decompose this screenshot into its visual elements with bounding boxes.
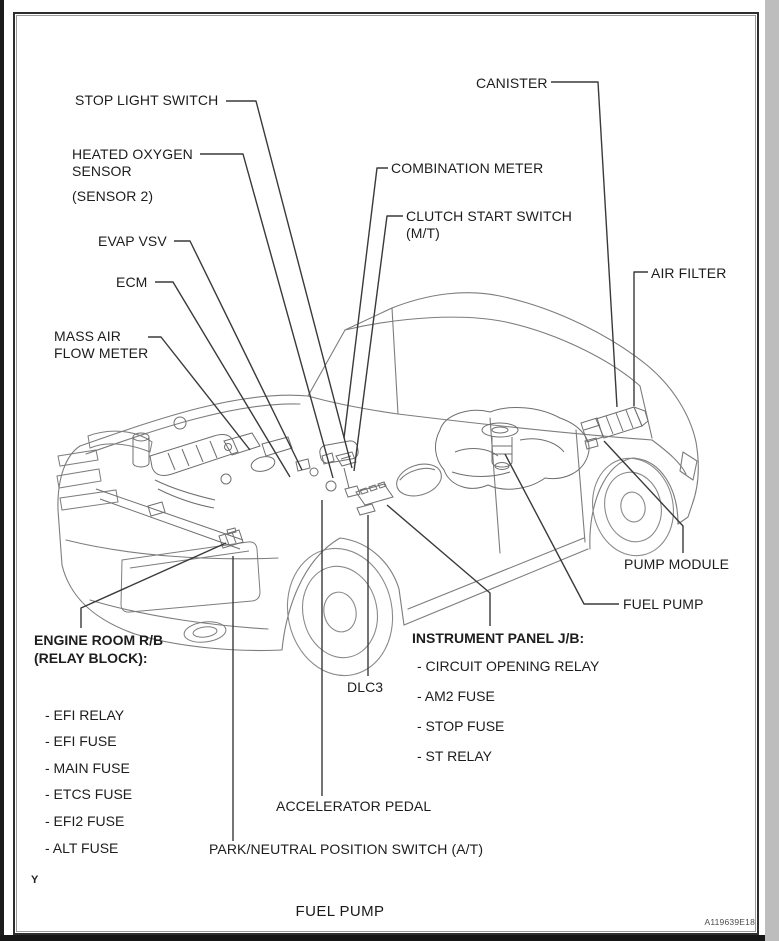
diagram-title: FUEL PUMP <box>295 903 385 920</box>
label-evap-vsv: EVAP VSV <box>98 233 167 249</box>
leader-ecm <box>155 281 291 478</box>
leader-stop-light-switch <box>226 100 353 469</box>
label-fuel-pump: FUEL PUMP <box>623 596 704 612</box>
label-instrument-panel-jb-heading: INSTRUMENT PANEL J/B: <box>412 630 585 646</box>
leader-air-filter <box>633 271 648 406</box>
label-park-neutral-position-switch: PARK/NEUTRAL POSITION SWITCH (A/T) <box>209 841 484 857</box>
label-pump-module: PUMP MODULE <box>624 556 730 572</box>
label-heated-oxygen-sensor-sub: (SENSOR 2) <box>72 188 154 204</box>
label-heated-oxygen-sensor: HEATED OXYGEN SENSOR <box>72 146 193 179</box>
front-fascia-details <box>56 430 261 643</box>
list-item: - EFI2 FUSE <box>45 813 125 829</box>
label-canister: CANISTER <box>476 75 548 91</box>
label-ecm: ECM <box>116 274 148 290</box>
label-combination-meter: COMBINATION METER <box>391 160 544 176</box>
page-edge-bottom <box>0 935 779 941</box>
document-code: A119639E18 <box>704 917 755 927</box>
fuel-tank <box>435 407 590 490</box>
leader-canister <box>551 81 618 408</box>
leader-mass-air-flow <box>148 336 251 451</box>
leader-clutch-start-switch <box>353 215 403 472</box>
rear-wheel <box>592 457 674 557</box>
list-item: - EFI FUSE <box>45 733 117 749</box>
page-marker: Y <box>31 874 39 886</box>
list-item: - ETCS FUSE <box>45 786 133 802</box>
leader-heated-oxygen-sensor <box>200 153 334 479</box>
list-item: - EFI RELAY <box>45 707 125 723</box>
label-mass-air-flow-meter: MASS AIR FLOW METER <box>54 328 149 361</box>
front-wheel <box>286 547 394 677</box>
engine-bay <box>95 416 293 550</box>
leader-fuel-pump <box>504 453 619 605</box>
label-dlc3: DLC3 <box>347 679 384 695</box>
leader-combination-meter <box>343 167 388 439</box>
list-item: - STOP FUSE <box>417 718 505 734</box>
list-item: - CIRCUIT OPENING RELAY <box>417 658 600 674</box>
dash-devices <box>295 440 394 516</box>
list-item: - AM2 FUSE <box>417 688 495 704</box>
label-engine-room-rb-heading: ENGINE ROOM R/B (RELAY BLOCK): <box>34 632 164 666</box>
label-air-filter: AIR FILTER <box>651 265 727 281</box>
list-item: - MAIN FUSE <box>45 760 130 776</box>
leader-evap-vsv <box>174 240 303 471</box>
leader-engine-room-rb <box>80 542 227 628</box>
page-edge-right <box>765 0 779 941</box>
leader-pump-module <box>603 440 684 553</box>
label-stop-light-switch: STOP LIGHT SWITCH <box>75 92 219 108</box>
label-accelerator-pedal: ACCELERATOR PEDAL <box>276 798 432 814</box>
leader-lines <box>80 81 684 841</box>
leader-instrument-panel-jb <box>386 504 491 626</box>
list-item: - ST RELAY <box>417 748 492 764</box>
label-clutch-start-switch: CLUTCH START SWITCH (M/T) <box>406 208 573 241</box>
list-item: - ALT FUSE <box>45 840 119 856</box>
page-edge-left <box>0 0 4 941</box>
canister-assembly <box>580 406 649 450</box>
